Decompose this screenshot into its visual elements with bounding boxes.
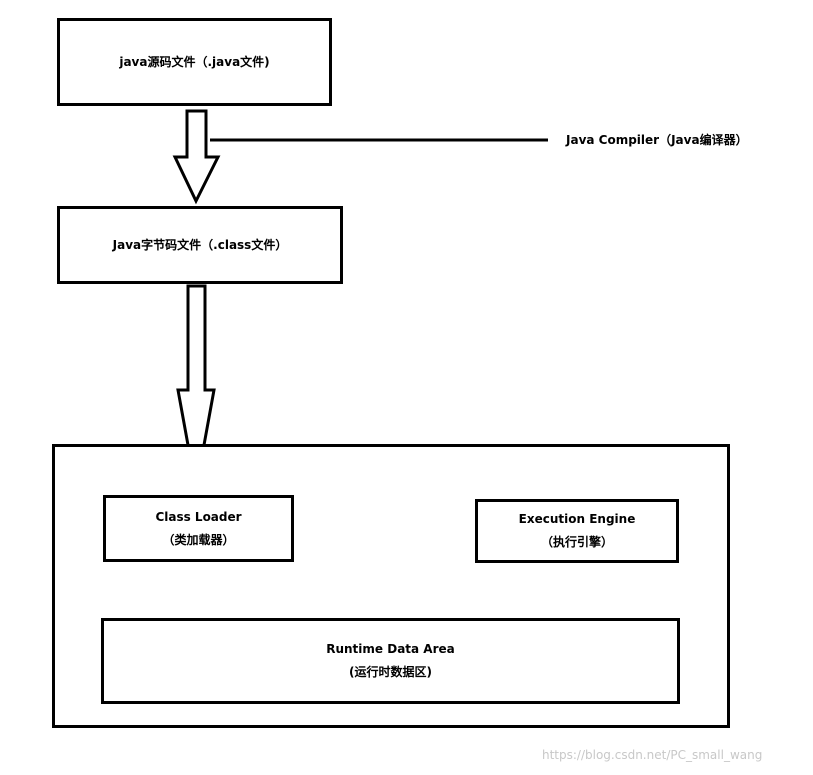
watermark: https://blog.csdn.net/PC_small_wang [542,748,763,762]
execution-engine-label: Execution Engine [518,512,636,527]
runtime-data-area-label: Runtime Data Area [326,642,455,657]
arrow-source-to-bytecode [172,109,221,205]
class-loader-label: Class Loader [155,509,242,524]
bytecode-file-label: Java字节码文件（.class文件） [112,237,288,252]
runtime-data-area-box: Runtime Data Area (运行时数据区) [101,618,680,704]
class-loader-box: Class Loader （类加载器） [103,495,294,562]
source-file-label: java源码文件（.java文件) [119,54,270,69]
class-loader-sublabel: （类加载器） [162,532,235,547]
compiler-annotation: Java Compiler（Java编译器） [566,133,748,147]
arrow-bytecode-to-classloader [176,284,216,490]
runtime-data-area-sublabel: (运行时数据区) [349,665,432,679]
execution-engine-box: Execution Engine （执行引擎） [475,499,679,563]
execution-engine-sublabel: （执行引擎） [540,535,613,549]
bytecode-file-box: Java字节码文件（.class文件） [57,206,343,284]
source-file-box: java源码文件（.java文件) [57,18,332,106]
